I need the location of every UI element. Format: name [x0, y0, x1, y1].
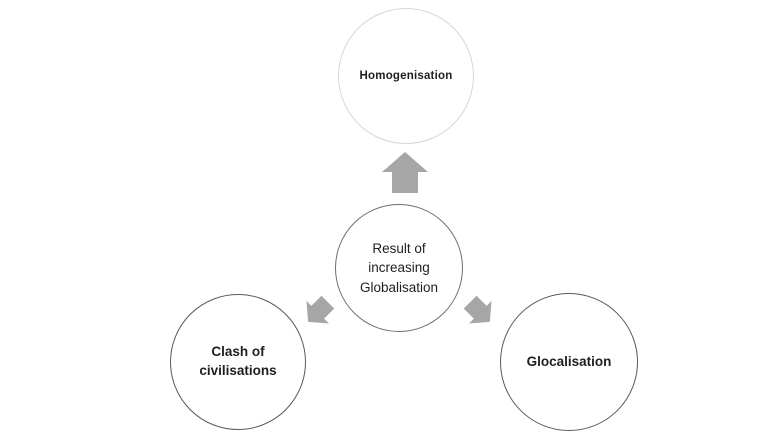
arrow-up-icon	[382, 152, 428, 193]
arrow-down-right-icon	[459, 291, 501, 333]
node-glocalisation: Glocalisation	[500, 293, 638, 431]
arrow-down-left-icon	[297, 291, 339, 333]
node-clash-of-civilisations-label: Clash of civilisations	[199, 344, 277, 378]
node-homogenisation: Homogenisation	[338, 8, 474, 144]
node-glocalisation-label: Glocalisation	[526, 353, 612, 369]
node-center-label: Result of increasing Globalisation	[359, 241, 439, 295]
node-result-of-increasing-globalisation: Result of increasing Globalisation	[335, 204, 463, 332]
node-homogenisation-label: Homogenisation	[359, 70, 453, 82]
node-clash-of-civilisations: Clash of civilisations	[170, 294, 306, 430]
